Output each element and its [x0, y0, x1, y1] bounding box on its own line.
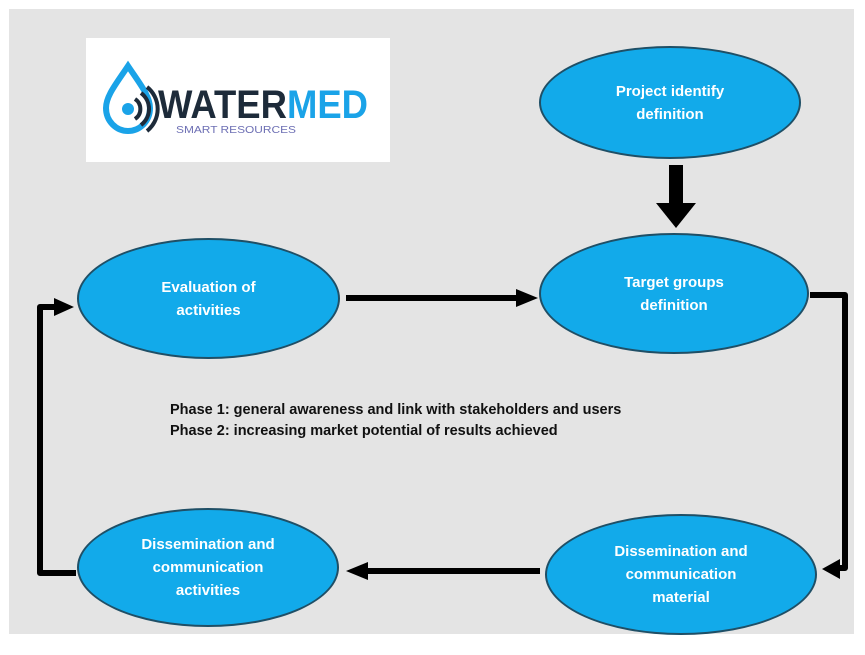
- logo-wordmark: WATERMED: [158, 83, 368, 127]
- node-activities-label: Dissemination and communication activiti…: [141, 536, 275, 599]
- arrow-target-to-material: [810, 292, 848, 579]
- watermed-logo: WATERMED SMART RESOURCES: [86, 38, 390, 162]
- arrow-evaluation-to-target: [346, 289, 538, 307]
- phase-1-text: Phase 1: general awareness and link with…: [170, 402, 622, 418]
- logo-tagline: SMART RESOURCES: [176, 125, 296, 136]
- watermed-logo-graphic: WATERMED SMART RESOURCES: [102, 60, 368, 136]
- node-target-groups-definition: Target groups definition: [539, 233, 809, 354]
- node-dissemination-material: Dissemination and communication material: [545, 514, 817, 635]
- node-material-label: Dissemination and communication material: [614, 543, 748, 606]
- logo-wordmark-water: WATER: [158, 83, 287, 127]
- node-evaluation-label: Evaluation of activities: [161, 278, 256, 319]
- node-dissemination-activities: Dissemination and communication activiti…: [77, 508, 339, 627]
- arrow-material-to-activities: [346, 562, 540, 580]
- water-drop-icon: [102, 60, 160, 135]
- logo-wordmark-med: MED: [287, 83, 368, 127]
- node-project-label: Project identify definition: [615, 82, 725, 123]
- node-evaluation-of-activities: Evaluation of activities: [77, 238, 340, 359]
- arrow-project-to-target: [656, 165, 696, 228]
- node-project-identify-definition: Project identify definition: [539, 46, 801, 159]
- phase-2-text: Phase 2: increasing market potential of …: [170, 423, 558, 439]
- arrow-activities-to-evaluation: [37, 298, 76, 576]
- node-target-label: Target groups definition: [624, 273, 724, 314]
- phases-text: Phase 1: general awareness and link with…: [170, 400, 621, 442]
